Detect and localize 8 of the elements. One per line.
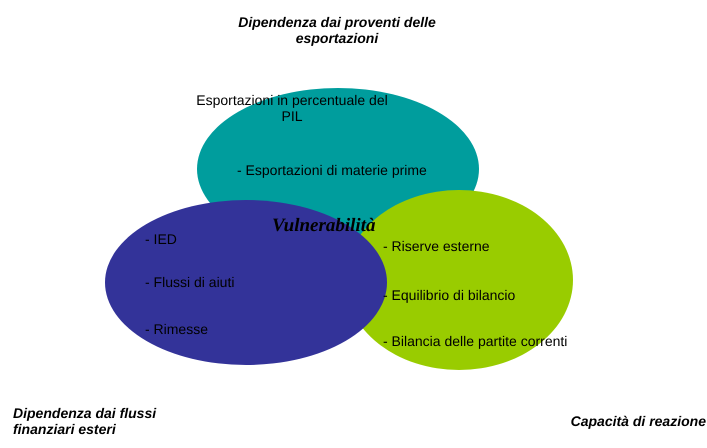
list-item: - Flussi di aiuti	[145, 274, 236, 290]
set-heading: Capacità di reazione	[570, 413, 706, 429]
set-heading: Dipendenza dai flussi finanziari esteri	[13, 405, 158, 437]
list-item: - Rimesse	[145, 321, 210, 337]
list-item: - Esportazioni di materie prime	[237, 162, 428, 178]
list-item: - Riserve esterne	[383, 238, 491, 254]
set-heading: Dipendenza dai proventi delle esportazioni	[237, 14, 437, 46]
list-item: - IED	[145, 231, 178, 247]
